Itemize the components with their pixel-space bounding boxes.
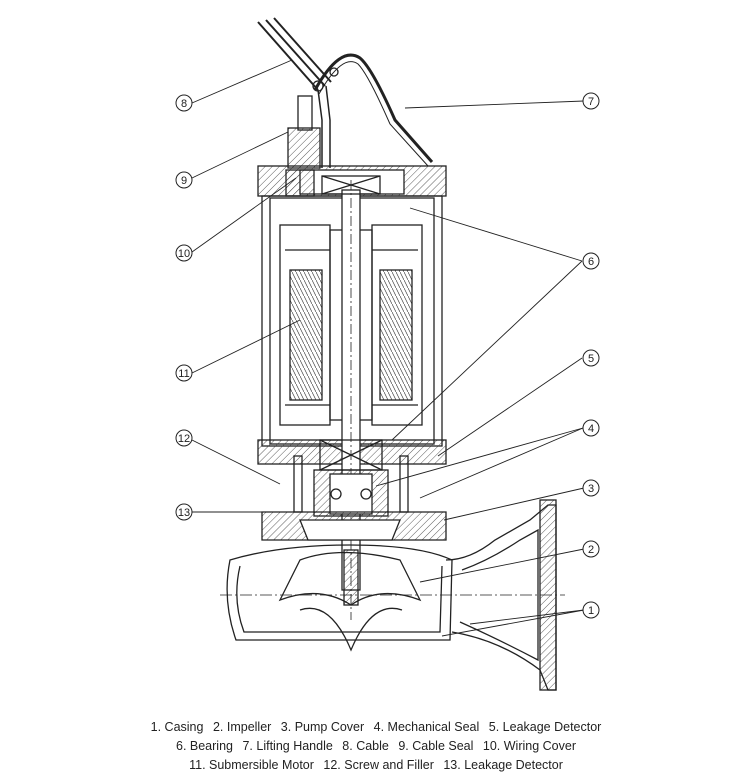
callout-12: 12 [175,429,193,447]
callout-circle [582,419,600,437]
callout-number: 1 [588,605,594,617]
bearing-upper [321,175,381,195]
submersible-motor [279,224,423,426]
callout-number: 3 [588,483,594,495]
callout-6: 6 [582,252,600,270]
callout-number: 7 [588,96,594,108]
cable-seal [287,95,321,169]
legend-item: 2. Impeller [212,720,272,734]
callout-number: 6 [588,256,594,268]
leader-lines [191,59,585,637]
callout-4: 4 [582,419,600,437]
callout-number: 5 [588,353,594,365]
legend-item: 6. Bearing [176,739,233,753]
callout-circle [175,364,193,382]
callout-circle [175,94,193,112]
callout-circle [582,349,600,367]
callout-11: 11 [175,364,193,382]
pump-cover [261,511,447,541]
legend-line-2: 6. Bearing 7. Lifting Handle 8. Cable 9.… [0,737,752,756]
callout-9: 9 [175,171,193,189]
legend-line-1: 1. Casing 2. Impeller 3. Pump Cover 4. M… [0,718,752,737]
legend-item: 1. Casing [150,720,204,734]
legend-item: 9. Cable Seal [398,739,474,753]
legend-line-3: 11. Submersible Motor 12. Screw and Fill… [0,756,752,775]
cable [257,17,332,168]
callout-number: 4 [588,423,594,435]
callout-circle [582,92,600,110]
callout-number: 11 [178,368,189,380]
mechanical-seal [313,469,389,517]
callout-2: 2 [582,540,600,558]
callout-1: 1 [582,601,600,619]
wiring-cover [285,169,315,197]
callout-number: 2 [588,544,594,556]
callout-number: 12 [178,433,190,445]
parts-legend: 1. Casing 2. Impeller 3. Pump Cover 4. M… [0,718,752,775]
callout-number: 8 [181,98,187,110]
casing [220,499,565,691]
callout-8: 8 [175,94,193,112]
legend-item: 5. Leakage Detector [488,720,602,734]
callout-circle [582,601,600,619]
callout-circle [582,540,600,558]
callout-circle [175,171,193,189]
legend-item: 12. Screw and Filler [323,758,434,772]
legend-item: 13. Leakage Detector [443,758,563,772]
callout-circle [582,479,600,497]
callout-number: 10 [178,248,190,260]
callout-7: 7 [582,92,600,110]
callout-circle [582,252,600,270]
legend-item: 10. Wiring Cover [482,739,576,753]
callout-circle [175,244,193,262]
impeller [278,549,422,652]
legend-item: 8. Cable [342,739,389,753]
legend-item: 3. Pump Cover [280,720,365,734]
callout-13: 13 [175,503,193,521]
callout-3: 3 [582,479,600,497]
legend-item: 11. Submersible Motor [189,758,314,772]
callout-number: 13 [178,507,190,519]
callout-number: 9 [181,175,187,187]
callout-10: 10 [175,244,193,262]
legend-item: 7. Lifting Handle [242,739,333,753]
lifting-handle [312,53,434,167]
callout-circle [175,429,193,447]
legend-item: 4. Mechanical Seal [373,720,480,734]
callout-5: 5 [582,349,600,367]
callout-circle [175,503,193,521]
